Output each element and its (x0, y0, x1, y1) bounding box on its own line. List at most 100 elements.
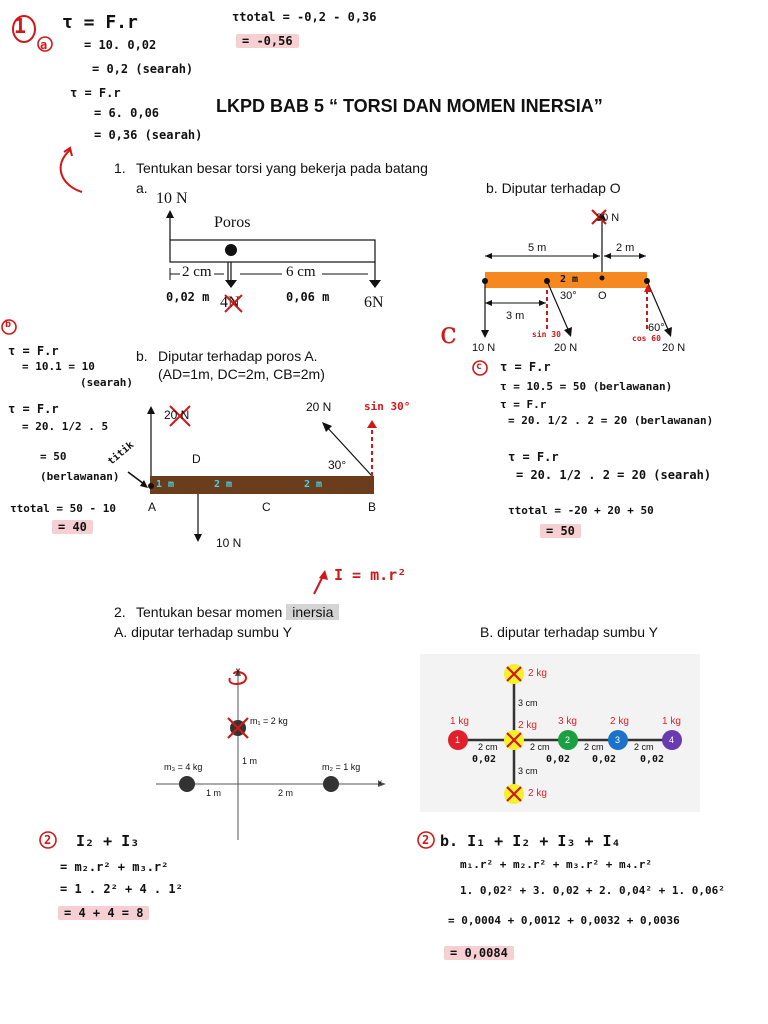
mass-label-x: 2 kg (518, 720, 537, 731)
ball-number-4: 4 (669, 735, 675, 745)
mass-label-1: m₁ = 2 kg (250, 716, 288, 726)
note-gap: 0,02 (640, 754, 665, 765)
curved-arrow-icon (59, 146, 83, 193)
note-line: b. I₁ + I₂ + I₃ + I₄ (440, 832, 621, 850)
point-label-c: C (262, 500, 271, 514)
force-label-right: 6N (364, 294, 384, 311)
distance-label-left: 1 m (206, 788, 222, 798)
distance-label-bottom: 3 cm (518, 766, 538, 776)
axis-label-x: x (378, 778, 382, 787)
question-2-number: 2. (114, 604, 126, 620)
note-2-circle: 2 (44, 833, 52, 847)
circle-mark-icon (12, 15, 36, 43)
ball-number-3: 3 (615, 735, 621, 745)
bar-length-3: 2 m (304, 479, 323, 490)
note-line: = 20. 1/2 . 5 (22, 420, 109, 433)
gap-label: 2 cm (634, 742, 654, 752)
inertia-diagram-b (448, 664, 682, 804)
arrow-icon (313, 570, 328, 595)
note-cos60: cos 60 (632, 334, 661, 343)
mass-label-2: 3 kg (558, 716, 577, 727)
total-torque-line: τtotal = -0,2 - 0,36 (232, 10, 377, 24)
angle-label-1: 30° (560, 290, 577, 302)
inertia-diagram-b-panel (420, 654, 700, 812)
inertia-diagram-a (156, 668, 386, 840)
force-label-left: 10 N (156, 190, 188, 207)
force-label-mid: 4N (220, 294, 240, 311)
note-gap: 0,02 (472, 754, 497, 765)
note-line: = 20. 1/2 . 2 = 20 (searah) (516, 468, 712, 482)
point-label-o: O (598, 290, 607, 302)
question-1-prompt: Tentukan besar torsi yang bekerja pada b… (136, 160, 428, 176)
gap-label: 2 cm (584, 742, 604, 752)
length-label-right: 2 m (616, 242, 635, 254)
beam-diagram-o (481, 209, 672, 338)
inertia-formula: I = m.r² (334, 566, 407, 584)
force-label-top-right: 20 N (306, 400, 332, 414)
question-2b-title: B. diputar terhadap sumbu Y (480, 624, 658, 640)
length-label-bottom: 3 m (506, 310, 525, 322)
force-label-top: 30 N (596, 212, 620, 224)
note-line: τ = F.r (70, 86, 121, 100)
length-label-left: 5 m (528, 242, 547, 254)
note-line: τ = F.r (62, 12, 138, 33)
question-1a-label: a. (136, 180, 148, 196)
note-line: = 0,36 (searah) (94, 128, 203, 142)
note-sin30: sin 30° (364, 400, 411, 413)
question-1c-title: b. Diputar terhadap O (486, 180, 621, 196)
note-c-circle: c (476, 361, 483, 372)
note-line: I₂ + I₃ (76, 832, 140, 850)
inertia-answer-b: = 0,0084 (444, 946, 514, 960)
question-2-prompt: Tentukan besar momen inersia (136, 604, 340, 620)
point-label-b: B (368, 500, 377, 514)
gap-label: 2 cm (530, 742, 550, 752)
note-line: τ = F.r (500, 398, 547, 411)
pivot-label: Poros (214, 214, 251, 231)
sub-a-circle: a (40, 38, 48, 52)
highlighted-word: inersia (286, 604, 340, 620)
note-line: τ = F.r (508, 450, 559, 464)
note-line: (searah) (80, 376, 133, 389)
note-line: = 6. 0,06 (94, 106, 160, 120)
note-line: = 50 (40, 450, 67, 463)
total-torque-line: τtotal = -20 + 20 + 50 (508, 504, 654, 517)
note-line: = 10. 0,02 (84, 38, 157, 52)
page-title: LKPD BAB 5 “ TORSI DAN MOMEN INERSIA” (216, 96, 603, 116)
note-line: 1. 0,02² + 3. 0,02 + 2. 0,04² + 1. 0,06² (460, 884, 725, 897)
distance-label-top: 3 cm (518, 698, 538, 708)
note-b-circle: b (5, 319, 12, 330)
note-line: = 0,0004 + 0,0012 + 0,0032 + 0,0036 (448, 914, 680, 927)
question-1b-sub: (AD=1m, DC=2m, CB=2m) (158, 366, 325, 382)
note-2b-circle: 2 (422, 833, 430, 847)
circle-mark-icon (39, 831, 57, 849)
note-line: = 10.1 = 10 (22, 360, 95, 373)
mass-label-2: m₂ = 1 kg (322, 762, 361, 772)
bar-length-1: 1 m (156, 479, 175, 490)
point-label-d: D (192, 452, 201, 466)
bar-length-2: 2 m (214, 479, 233, 490)
mass-label-3: m₃ = 4 kg (164, 762, 203, 772)
distance-label-right: 2 m (278, 788, 294, 798)
note-line: τ = F.r (8, 344, 59, 358)
circle-mark-icon (1, 319, 17, 335)
ball-number-1: 1 (455, 735, 461, 745)
gap-label: 2 cm (478, 742, 498, 752)
beam-diagram-b (147, 405, 377, 542)
note-line: = m₂.r² + m₃.r² (60, 860, 169, 874)
note-line: = 0,2 (searah) (92, 62, 194, 76)
mass-label-bottom: 2 kg (528, 788, 547, 799)
total-torque-answer: = -0,56 (236, 34, 299, 48)
mass-label-1: 1 kg (450, 716, 469, 727)
question-2a-title: A. diputar terhadap sumbu Y (114, 624, 292, 640)
total-torque-line: τtotal = 50 - 10 (10, 502, 116, 515)
note-gap: 0,02 (546, 754, 571, 765)
note-line: τ = 10.5 = 50 (berlawanan) (500, 380, 673, 393)
angle-label: 30° (328, 458, 347, 472)
note-line: = 1 . 2² + 4 . 1² (60, 882, 183, 896)
circle-mark-icon (417, 831, 435, 849)
distance-label-1: 2 cm (182, 264, 212, 280)
distance-label-y: 1 m (242, 756, 258, 766)
mass-label-4: 1 kg (662, 716, 681, 727)
mass-label-top: 2 kg (528, 668, 547, 679)
note-distance-2: 0,06 m (286, 290, 330, 304)
